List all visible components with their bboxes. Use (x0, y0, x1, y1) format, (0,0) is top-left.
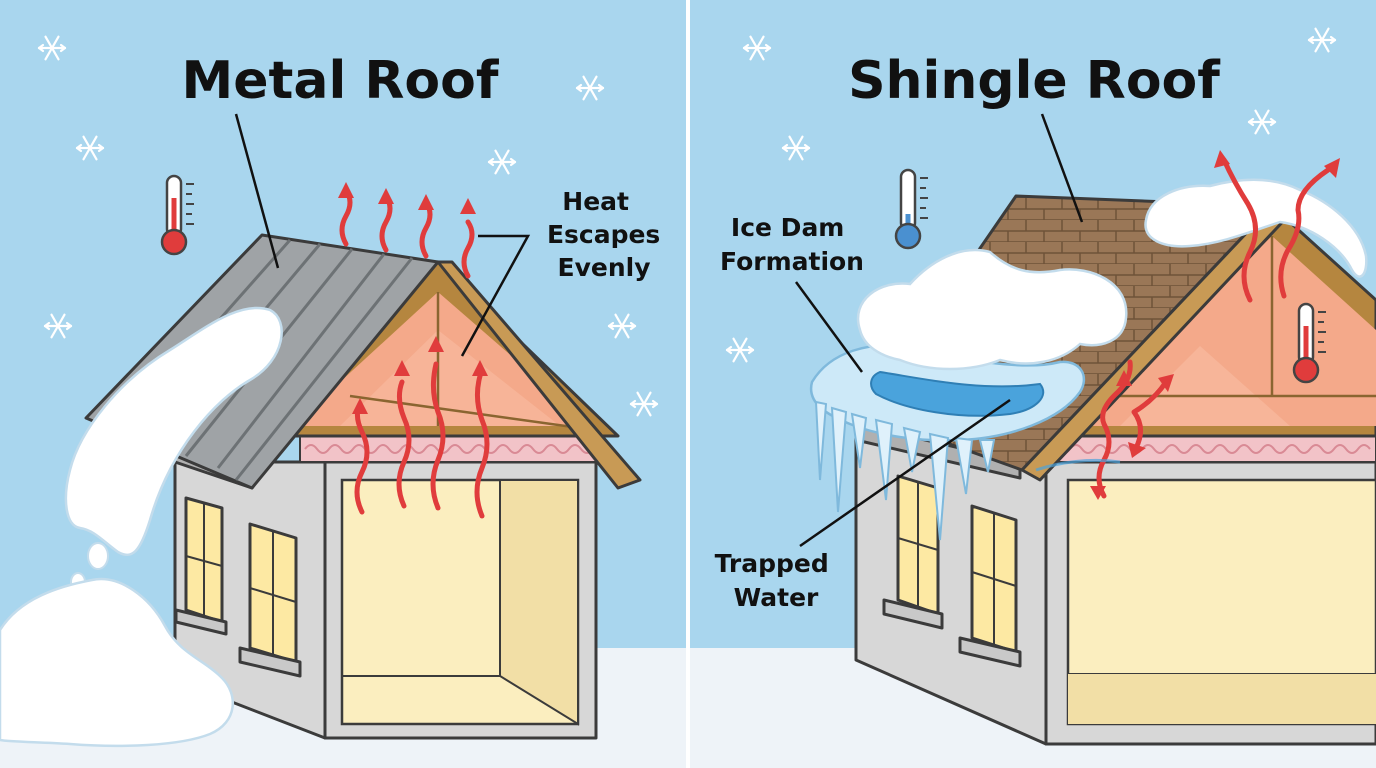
snow-pile (0, 577, 235, 748)
interior-room (1066, 478, 1376, 726)
heat-arrow (1128, 374, 1174, 458)
trapped-water-label: Trapped Water (715, 549, 838, 612)
house-window (174, 496, 228, 636)
heat-arrow (428, 336, 446, 511)
metal-roof-house (0, 182, 642, 748)
ice-dam-leader (794, 281, 864, 373)
shingle-roof-leader (1040, 113, 1084, 223)
heat-arrow (378, 188, 394, 253)
attic-insulation (1039, 435, 1376, 463)
shingle-roof-title: Shingle Roof (848, 51, 1221, 111)
icicles (814, 400, 996, 541)
metal-roof-leader (234, 113, 280, 269)
shingle-roof-house (809, 150, 1376, 746)
heat-arrow (1090, 359, 1133, 500)
heat-escapes-leader (460, 234, 531, 357)
roof-snow (856, 248, 1128, 371)
house-window (958, 504, 1022, 668)
sliding-snow (64, 306, 283, 557)
heat-arrow (460, 198, 476, 279)
metal-roof-title: Metal Roof (181, 51, 499, 111)
ice-dam-label: Ice Dam Formation (720, 213, 864, 276)
house-window (238, 522, 302, 678)
heat-arrow (1278, 158, 1340, 299)
heat-arrow (1214, 150, 1258, 303)
trapped-water-pool (870, 370, 1045, 417)
house-window (882, 474, 944, 630)
heat-arrow (338, 182, 354, 247)
heat-arrow (352, 398, 370, 515)
heat-arrow (394, 360, 412, 509)
panel-divider (686, 0, 690, 768)
trapped-water-leader (799, 398, 1011, 548)
heat-arrow (418, 194, 434, 259)
heat-arrow (472, 360, 490, 519)
heat-escapes-label: Heat Escapes Evenly (547, 187, 669, 282)
